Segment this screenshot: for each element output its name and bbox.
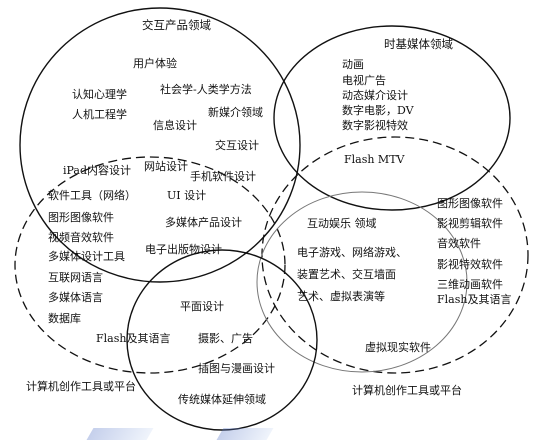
item-graphic-software-left: 图形图像软件 [48, 211, 114, 224]
item-illustration-comics: 插图与漫画设计 [198, 362, 275, 375]
item-video-audio-software: 视频音效软件 [48, 231, 114, 244]
item-photo-ads: 摄影、广告 [198, 332, 253, 345]
item-database: 数据库 [48, 312, 81, 325]
item-virtual-reality-software: 虚拟现实软件 [365, 341, 431, 354]
circle-interactive-entertainment [256, 191, 468, 373]
item-art-virtual-performance: 艺术、虚拟表演等 [297, 290, 385, 303]
item-sociology-methods: 社会学-人类学方法 [160, 83, 252, 96]
item-sound-software: 音效软件 [437, 237, 481, 250]
item-multimedia-tools: 多媒体设计工具 [48, 250, 125, 263]
item-multimedia-product-design: 多媒体产品设计 [165, 216, 242, 229]
circle-left-tools [14, 156, 286, 374]
item-ergonomics: 人机工程学 [72, 108, 127, 121]
label-right-tools: 计算机创作工具或平台 [352, 384, 462, 397]
item-digital-film-dv: 数字电影，DV [342, 104, 414, 117]
item-tv-ads: 电视广告 [342, 74, 386, 87]
item-installation-art: 装置艺术、交互墙面 [297, 268, 396, 281]
item-graphic-design: 平面设计 [180, 300, 224, 313]
item-flash-language-left: Flash及其语言 [96, 332, 171, 345]
label-traditional-media: 传统媒体延伸领域 [178, 393, 266, 406]
item-web-design: 网站设计 [144, 160, 188, 173]
label-left-tools: 计算机创作工具或平台 [26, 380, 136, 393]
circle-time-media [273, 25, 511, 211]
item-digital-vfx: 数字影视特效 [342, 119, 408, 132]
item-new-media-field: 新媒介领域 [208, 106, 263, 119]
label-interaction-products: 交互产品领域 [142, 18, 211, 32]
item-games: 电子游戏、网络游戏、 [297, 246, 407, 259]
item-3d-animation-software: 三维动画软件 [437, 278, 503, 291]
item-cognitive-psychology: 认知心理学 [72, 88, 127, 101]
item-multimedia-language: 多媒体语言 [48, 291, 103, 304]
item-mobile-design: 手机软件设计 [190, 170, 256, 183]
item-graphic-software-right: 图形图像软件 [437, 197, 503, 210]
circle-interaction-products [19, 7, 301, 283]
item-animation: 动画 [342, 58, 364, 71]
label-time-media: 时基媒体领域 [384, 37, 453, 51]
item-video-edit-software: 影视剪辑软件 [437, 217, 503, 230]
item-user-experience: 用户体验 [133, 57, 177, 70]
item-dynamic-media-design: 动态媒介设计 [342, 89, 408, 102]
item-info-design: 信息设计 [153, 119, 197, 132]
item-e-publishing: 电子出版物设计 [145, 243, 222, 256]
item-flash-language-right: Flash及其语言 [437, 293, 512, 306]
item-ui-design: UI 设计 [167, 189, 207, 202]
item-interactive-entertainment: 互动娱乐 领域 [307, 217, 377, 230]
item-ipad-design: iPad内容设计 [63, 164, 132, 177]
item-internet-language: 互联网语言 [48, 271, 103, 284]
item-software-tools-web: 软件工具（网络） [48, 189, 136, 202]
watermark-right [216, 428, 274, 440]
item-interaction-design: 交互设计 [215, 139, 259, 152]
item-flash-mtv: Flash MTV [344, 153, 405, 166]
circle-traditional-media [126, 249, 318, 431]
item-vfx-software: 影视特效软件 [437, 258, 503, 271]
watermark-left [86, 428, 154, 440]
